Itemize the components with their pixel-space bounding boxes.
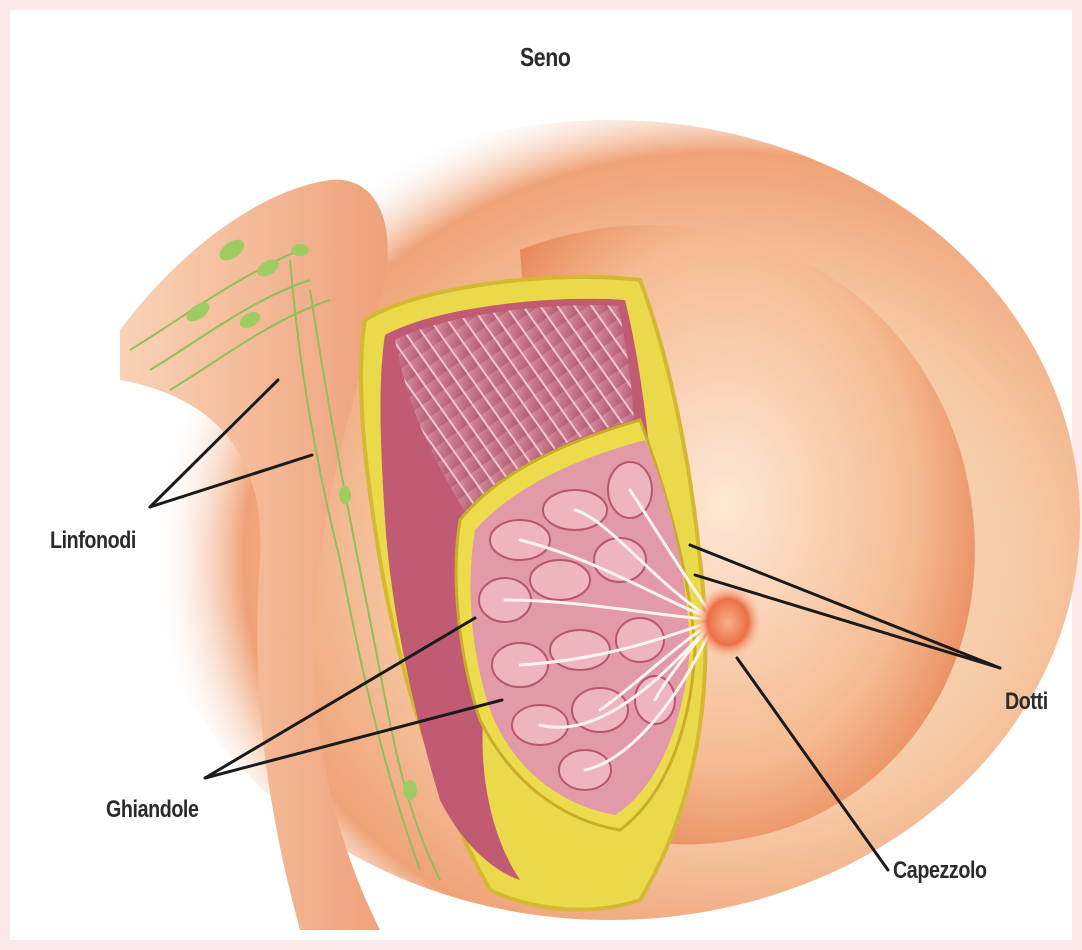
label-dotti: Dotti — [1005, 688, 1048, 716]
nipple — [694, 584, 762, 660]
label-linfonodi: Linfonodi — [50, 527, 136, 555]
diagram-title: Seno — [520, 42, 570, 73]
label-ghiandole: Ghiandole — [106, 796, 199, 824]
label-capezzolo: Capezzolo — [893, 857, 987, 885]
